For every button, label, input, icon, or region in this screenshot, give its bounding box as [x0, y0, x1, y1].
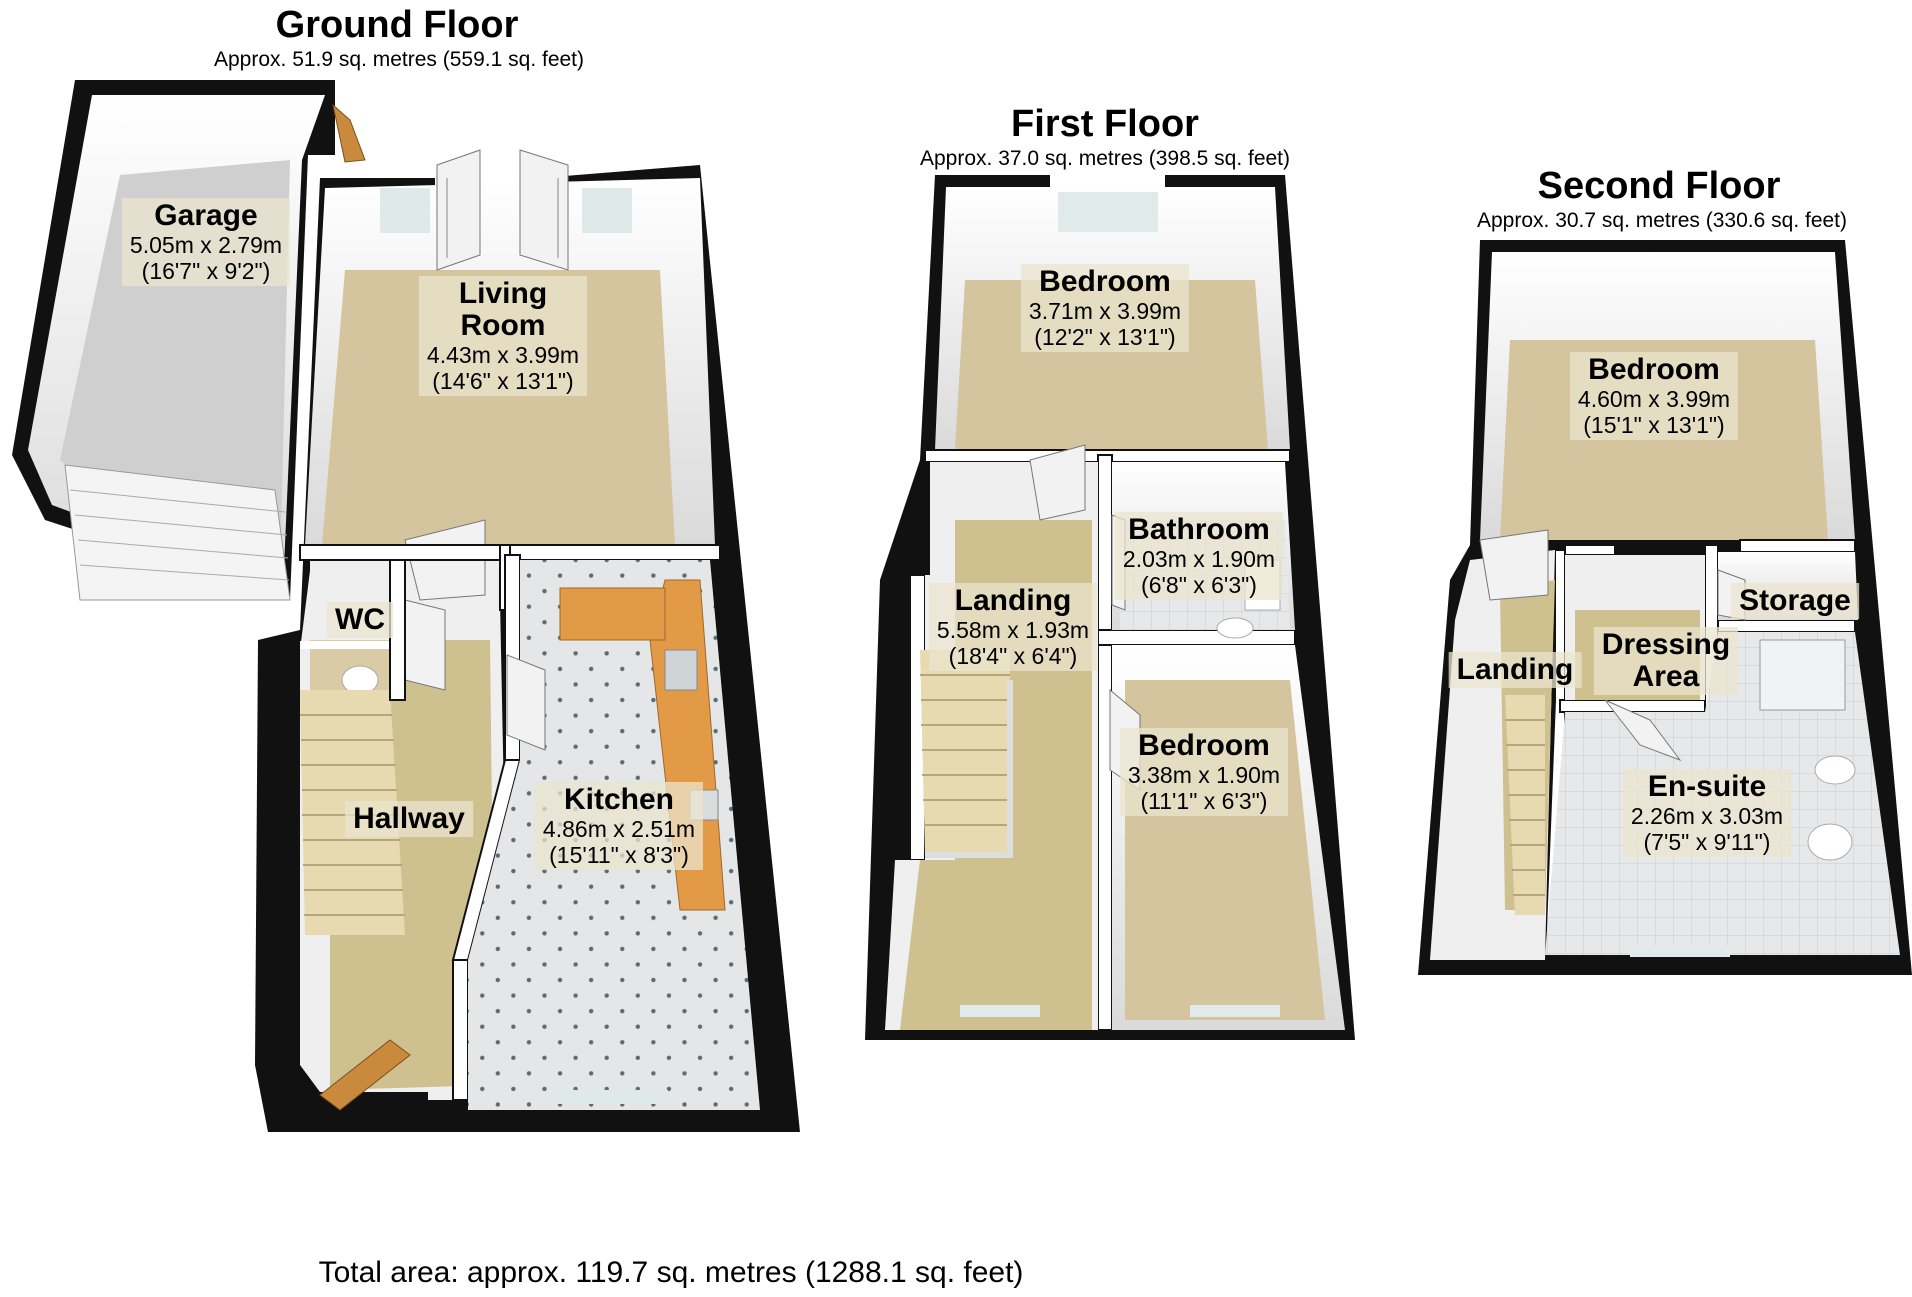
bathroom-label: Bathroom 2.03m x 1.90m (6'8" x 6'3"): [1114, 512, 1284, 600]
first-floor-title: First Floor: [1011, 103, 1199, 145]
first-bedroom-1-name: Bedroom: [1039, 265, 1171, 298]
bathroom-name: Bathroom: [1128, 513, 1270, 546]
second-floor-title: Second Floor: [1537, 165, 1781, 207]
first-bedroom-2-name: Bedroom: [1138, 729, 1270, 762]
garage-dim-imperial: (16'7" x 9'2"): [141, 258, 271, 284]
bathroom-dim-metric: 2.03m x 1.90m: [1122, 546, 1276, 572]
first-landing-label: Landing 5.58m x 1.93m (18'4" x 6'4"): [928, 583, 1098, 671]
dressing-area-label: Dressing Area: [1593, 627, 1739, 695]
kitchen-dim-imperial: (15'11" x 8'3"): [549, 842, 689, 868]
first-landing-dim-imperial: (18'4" x 6'4"): [948, 643, 1078, 669]
living-room-name-line1: Living: [458, 277, 548, 310]
total-area: Total area: approx. 119.7 sq. metres (12…: [318, 1256, 1024, 1289]
kitchen-dim-metric: 4.86m x 2.51m: [542, 816, 696, 842]
first-floor-area: Approx. 37.0 sq. metres (398.5 sq. feet): [919, 147, 1291, 170]
hallway-label: Hallway: [345, 801, 473, 837]
wc-name: WC: [335, 603, 385, 636]
first-bedroom-2-label: Bedroom 3.38m x 1.90m (11'1" x 6'3"): [1119, 728, 1289, 816]
living-room-label: Living Room 4.43m x 3.99m (14'6" x 13'1"…: [418, 276, 588, 396]
second-bedroom-dim-imperial: (15'1" x 13'1"): [1583, 412, 1725, 438]
second-staircase: [1505, 695, 1545, 915]
second-landing-label: Landing: [1448, 652, 1582, 688]
bathroom-dim-imperial: (6'8" x 6'3"): [1141, 572, 1257, 598]
first-landing-name: Landing: [954, 584, 1072, 617]
first-bedroom-1-dim-metric: 3.71m x 3.99m: [1028, 298, 1182, 324]
second-bedroom-dim-metric: 4.60m x 3.99m: [1577, 386, 1731, 412]
kitchen-label: Kitchen 4.86m x 2.51m (15'11" x 8'3"): [534, 782, 704, 870]
en-suite-dim-metric: 2.26m x 3.03m: [1630, 803, 1784, 829]
garage-label: Garage 5.05m x 2.79m (16'7" x 9'2"): [121, 198, 291, 286]
first-bedroom-2-dim-imperial: (11'1" x 6'3"): [1140, 788, 1268, 814]
garage-name: Garage: [154, 199, 258, 232]
first-bedroom-1-label: Bedroom 3.71m x 3.99m (12'2" x 13'1"): [1020, 264, 1190, 352]
second-floor-area: Approx. 30.7 sq. metres (330.6 sq. feet): [1476, 209, 1848, 232]
second-landing-name: Landing: [1456, 653, 1574, 686]
first-staircase: [920, 650, 1013, 858]
dressing-area-name-line2: Area: [1632, 660, 1700, 693]
first-bedroom-1-dim-imperial: (12'2" x 13'1"): [1034, 324, 1176, 350]
en-suite-name: En-suite: [1647, 770, 1767, 803]
en-suite-label: En-suite 2.26m x 3.03m (7'5" x 9'11"): [1622, 769, 1792, 857]
ground-floor-title: Ground Floor: [275, 4, 519, 46]
second-bedroom-name: Bedroom: [1588, 353, 1720, 386]
garage-door: [64, 464, 291, 601]
ground-floor-plan: [12, 80, 800, 1132]
storage-name: Storage: [1739, 584, 1851, 617]
garage-dim-metric: 5.05m x 2.79m: [129, 232, 283, 258]
first-landing-dim-metric: 5.58m x 1.93m: [936, 617, 1090, 643]
dressing-area-name-line1: Dressing: [1601, 628, 1731, 661]
living-room-dim-imperial: (14'6" x 13'1"): [432, 368, 574, 394]
living-room-dim-metric: 4.43m x 3.99m: [426, 342, 580, 368]
ground-floor-area: Approx. 51.9 sq. metres (559.1 sq. feet): [213, 48, 585, 71]
living-room-name-line2: Room: [460, 309, 546, 342]
wc-label: WC: [327, 602, 393, 638]
first-bedroom-2-dim-metric: 3.38m x 1.90m: [1127, 762, 1281, 788]
kitchen-name: Kitchen: [563, 783, 675, 816]
en-suite-dim-imperial: (7'5" x 9'11"): [1643, 829, 1771, 855]
hallway-name: Hallway: [353, 802, 465, 835]
second-landing-floor: [1430, 529, 1555, 960]
second-bedroom-label: Bedroom 4.60m x 3.99m (15'1" x 13'1"): [1569, 352, 1739, 440]
storage-label: Storage: [1731, 583, 1859, 619]
